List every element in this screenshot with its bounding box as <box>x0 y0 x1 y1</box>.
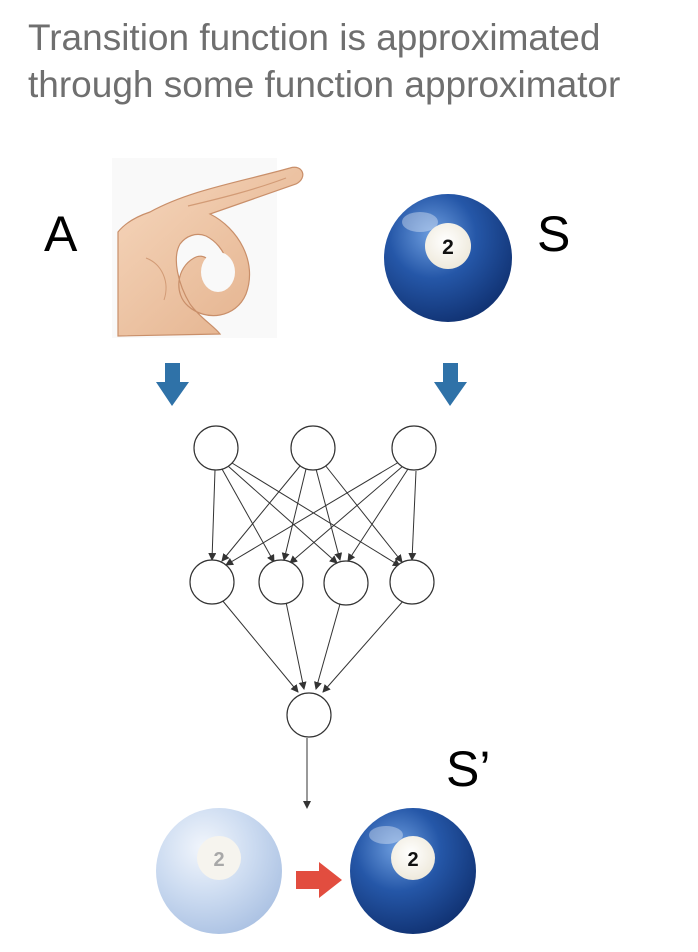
hidden-node <box>189 559 235 605</box>
right-arrow-icon <box>296 862 342 898</box>
next-ball-number: 2 <box>407 849 418 871</box>
state-label: S <box>537 206 571 262</box>
billiard-ball-icon: 2 <box>384 194 512 322</box>
output-node <box>286 692 332 738</box>
action-label: A <box>44 206 78 262</box>
input-node <box>391 425 437 471</box>
next-state-ball-icon: 2 <box>350 808 476 934</box>
hand-gesture-icon <box>112 158 304 338</box>
down-arrow-icon <box>434 363 467 406</box>
down-arrow-icon <box>156 363 189 406</box>
title-line-1: Transition function is approximated <box>28 17 601 58</box>
hidden-node <box>258 559 304 605</box>
previous-state-ball-icon: 2 <box>156 808 282 934</box>
state-ball-number: 2 <box>442 236 454 259</box>
input-node <box>193 425 239 471</box>
hidden-node <box>389 559 435 605</box>
hidden-node <box>323 560 369 606</box>
next-state-label: S’ <box>446 741 491 797</box>
title-line-2: through some function approximator <box>28 64 621 105</box>
input-node <box>290 425 336 471</box>
neural-network <box>208 461 417 809</box>
page-title: Transition function is approximated thro… <box>28 14 688 108</box>
previous-ball-number: 2 <box>213 849 224 871</box>
